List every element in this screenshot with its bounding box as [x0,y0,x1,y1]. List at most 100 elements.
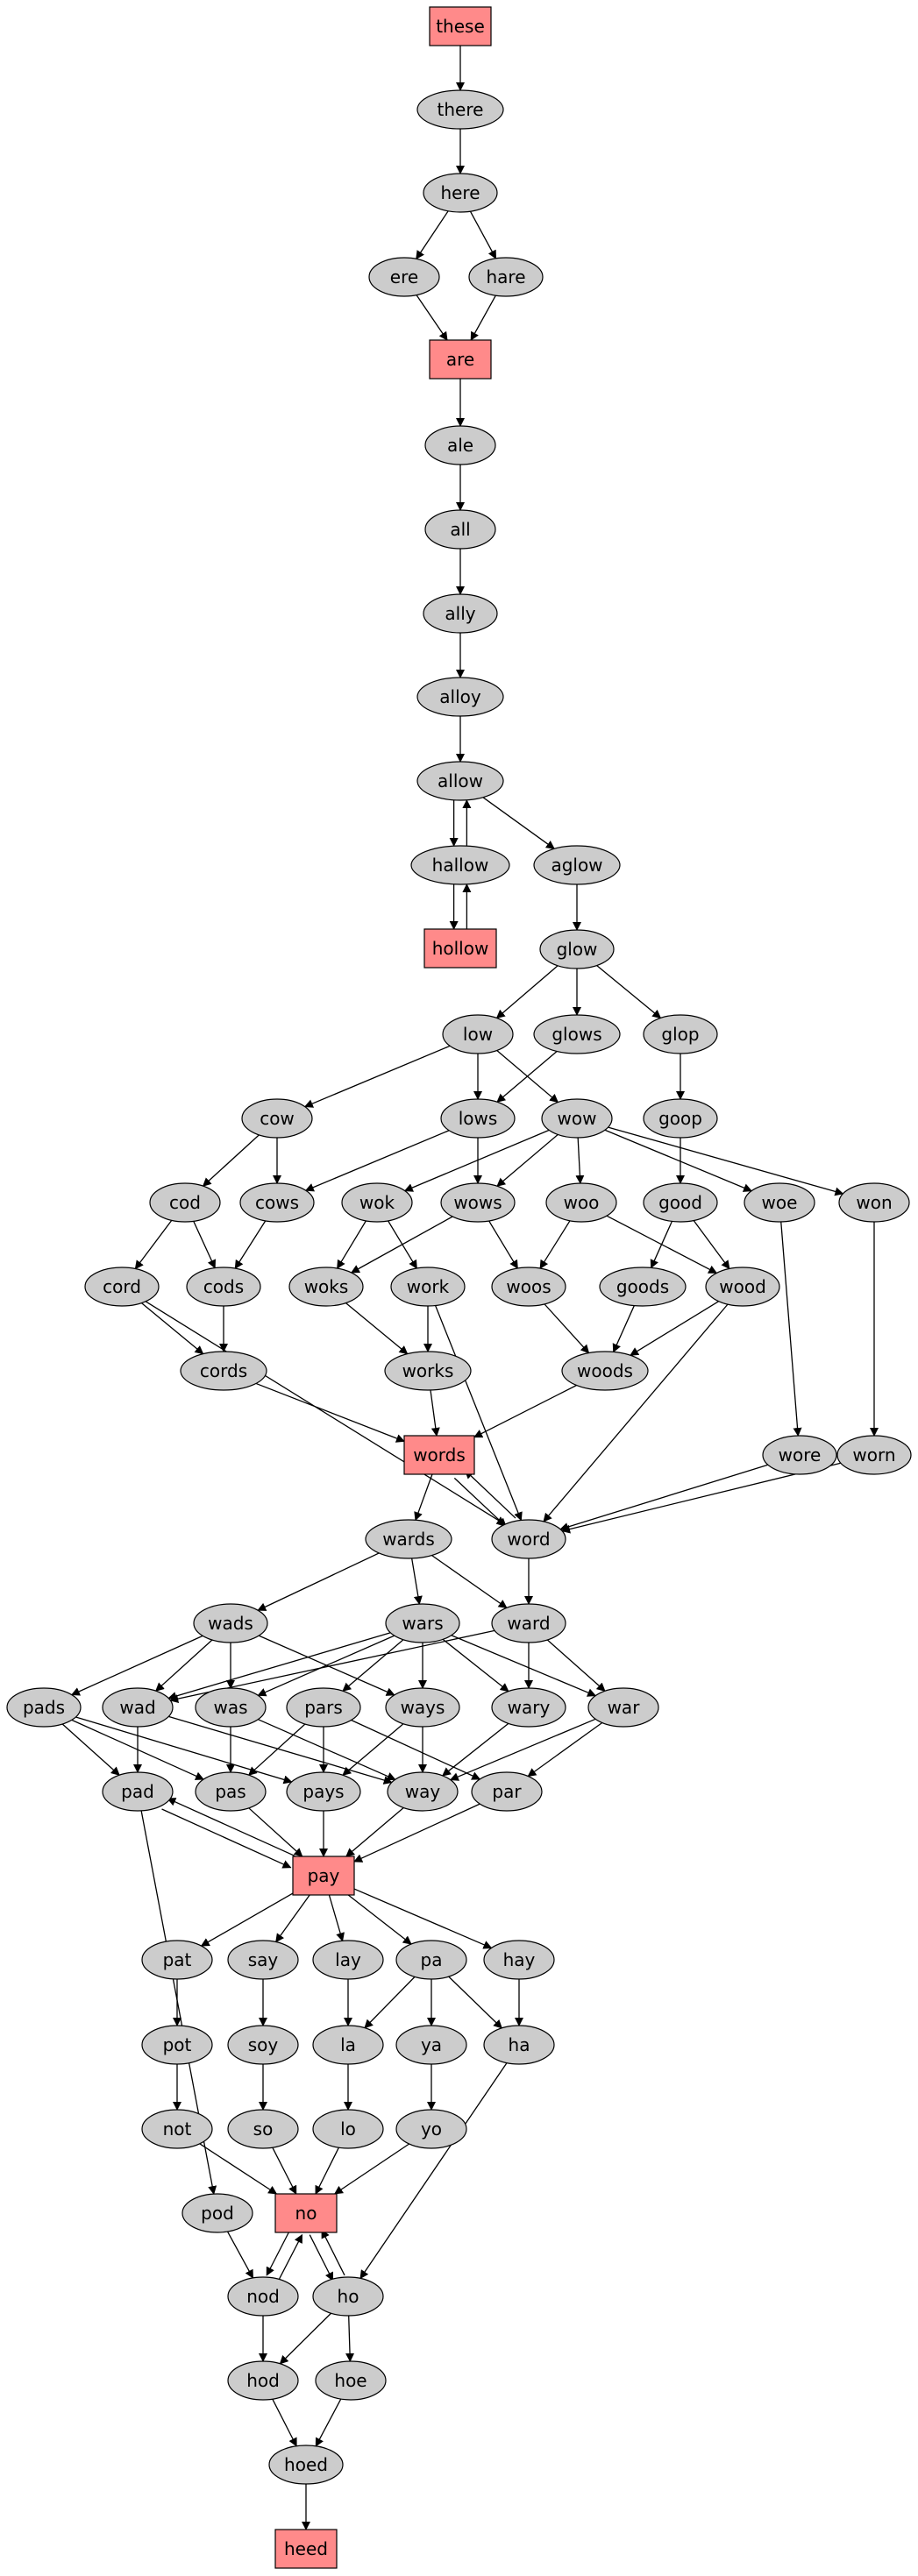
edge-war-to-way [449,1718,596,1781]
node-ellipse-shape [533,845,621,885]
node-good: good [643,1182,718,1223]
node-ellipse-shape [395,1940,467,1980]
node-label: pa [421,1949,443,1970]
node-ellipse-shape [312,1940,384,1980]
edge-wow-to-woo [575,1137,585,1185]
node-ellipse-shape [416,761,504,801]
node-label: ally [445,603,475,624]
node-ha: ha [483,2025,555,2065]
node-label: wow [558,1108,597,1129]
edge-cord-to-cords [141,1302,204,1355]
edge-pas-to-pay [248,1807,303,1857]
node-ellipse-shape [541,1098,613,1139]
node-label: war [608,1697,641,1718]
node-worn: worn [836,1435,912,1475]
node-ellipse-shape [239,1182,315,1223]
node-label: won [856,1192,892,1213]
edge-ho-to-hod [279,2312,332,2365]
edge-pay-to-say [275,1894,310,1943]
node-label: all [450,519,470,540]
node-ellipse-shape [491,1603,566,1643]
node-ellipse-shape [6,1687,82,1728]
node-lo: lo [312,2109,384,2149]
edge-cords-to-words [255,1382,405,1443]
node-ya: ya [395,2025,467,2065]
node-label: works [402,1360,454,1381]
edge-cord-to-word [145,1301,506,1525]
node-ellipse-shape [102,1771,174,1812]
node-ellipse-shape [440,1182,516,1223]
node-ellipse-shape [141,2025,213,2065]
node-label: wards [382,1529,435,1550]
edge-no-to-ho [309,2234,334,2281]
node-label: words [413,1444,466,1465]
node-pars: pars [286,1687,361,1728]
node-works: works [384,1351,472,1391]
node-work: work [390,1267,466,1307]
node-ellipse-shape [141,2109,213,2149]
edge-woe-to-wore [780,1221,802,1437]
node-label: pot [163,2034,192,2055]
node-label: woos [506,1276,551,1297]
edge-wary-to-way [442,1722,509,1777]
node-box-shape [274,2193,338,2233]
node-label: ho [338,2286,359,2307]
edge-wads-to-pads [70,1635,203,1696]
edge-wok-to-woks [337,1220,366,1269]
node-ellipse-shape [539,929,615,969]
node-ellipse-shape [643,1098,718,1139]
node-box-shape [292,1856,355,1896]
node-wok: wok [341,1182,413,1223]
edge-cod-to-cord [134,1219,173,1270]
edge-ha-to-ho [359,2062,508,2280]
node-word: word [491,1519,566,1559]
node-label: wars [402,1613,443,1634]
node-label: wows [453,1192,502,1213]
edge-glows-to-lows [496,1050,558,1103]
node-ellipse-shape [416,89,504,130]
node-label: aglow [551,855,602,876]
node-ellipse-shape [312,2025,384,2065]
edge-wows-to-woos [488,1220,518,1269]
node-glow: glow [539,929,615,969]
edge-wow-to-wok [403,1129,550,1192]
edge-pa-to-la [364,1976,416,2029]
edge-pay-to-pat [200,1892,294,1947]
node-label: hallow [432,855,489,876]
edge-pod-to-nod [226,2231,254,2279]
node-hod: hod [227,2360,299,2401]
node-ellipse-shape [102,1687,174,1728]
node-ellipse-shape [705,1267,780,1307]
node-label: woks [304,1276,349,1297]
node-pad: pad [102,1771,174,1812]
node-label: cords [200,1360,247,1381]
node-ellipse-shape [368,257,440,297]
node-ellipse-shape [387,1771,459,1812]
node-ellipse-shape [545,1182,617,1223]
node-are: are [429,339,492,380]
edge-allow-to-aglow [482,797,555,849]
node-ellipse-shape [365,1519,452,1559]
edge-wore-to-word [559,1464,769,1531]
node-label: pas [215,1781,246,1802]
node-ellipse-shape [471,1771,543,1812]
edge-woos-to-woods [544,1303,590,1354]
node-these: these [429,6,492,46]
edge-wars-to-pars [342,1639,404,1692]
node-label: low [463,1024,493,1045]
edge-cows-to-cods [234,1220,267,1269]
node-aglow: aglow [533,845,621,885]
node-ellipse-shape [227,2360,299,2401]
node-label: soy [248,2034,279,2055]
edge-ho-to-no [321,2229,345,2276]
node-label: worn [852,1444,895,1465]
node-low: low [442,1014,514,1054]
node-pas: pas [195,1771,267,1812]
node-ellipse-shape [384,1351,472,1391]
node-label: way [405,1781,441,1802]
node-label: pay [308,1865,340,1886]
node-woos: woos [491,1267,566,1307]
node-label: ha [509,2034,530,2055]
node-ellipse-shape [241,1098,313,1139]
node-label: are [446,349,474,370]
